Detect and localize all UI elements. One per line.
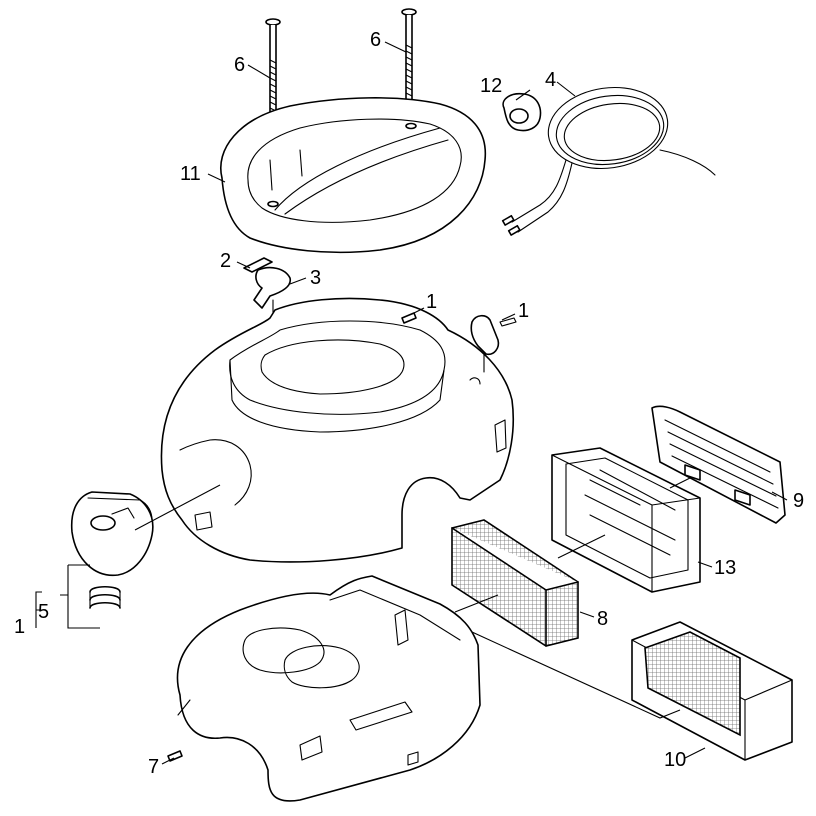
label-part-12: 12	[480, 75, 502, 97]
filter-frame	[551, 447, 701, 593]
label-part-3: 3	[310, 267, 321, 289]
label-part-1-right: 1	[518, 300, 529, 322]
label-part-5: 5	[38, 601, 49, 623]
label-part-2: 2	[220, 250, 231, 272]
power-cable	[501, 86, 716, 236]
pins	[167, 312, 417, 762]
label-part-10: 10	[664, 749, 686, 771]
leader-lines	[35, 41, 788, 765]
top-handle-ring	[220, 97, 487, 254]
cartridge-filter	[631, 621, 793, 761]
label-part-4: 4	[545, 69, 556, 91]
label-part-7: 7	[148, 756, 159, 778]
side-latch-assembly	[70, 491, 154, 609]
exhaust-grille	[651, 405, 786, 524]
label-part-11: 11	[180, 163, 201, 185]
part-number-labels: 6 6 11 12 4 2 3 1 1 1 5 9 13 8 10 7	[14, 29, 804, 778]
latch-upper-right	[470, 314, 517, 373]
small-ring	[502, 92, 542, 132]
label-part-6-left: 6	[234, 54, 245, 76]
label-part-8: 8	[597, 608, 608, 630]
label-part-1-center: 1	[426, 291, 437, 313]
upper-housing	[160, 297, 515, 563]
label-part-6-right: 6	[370, 29, 381, 51]
lower-housing	[176, 575, 481, 802]
label-part-9: 9	[793, 490, 804, 512]
pin-and-clip	[243, 257, 292, 361]
label-part-13: 13	[714, 557, 736, 579]
foam-filter	[451, 519, 579, 647]
label-part-1-left: 1	[14, 616, 25, 638]
